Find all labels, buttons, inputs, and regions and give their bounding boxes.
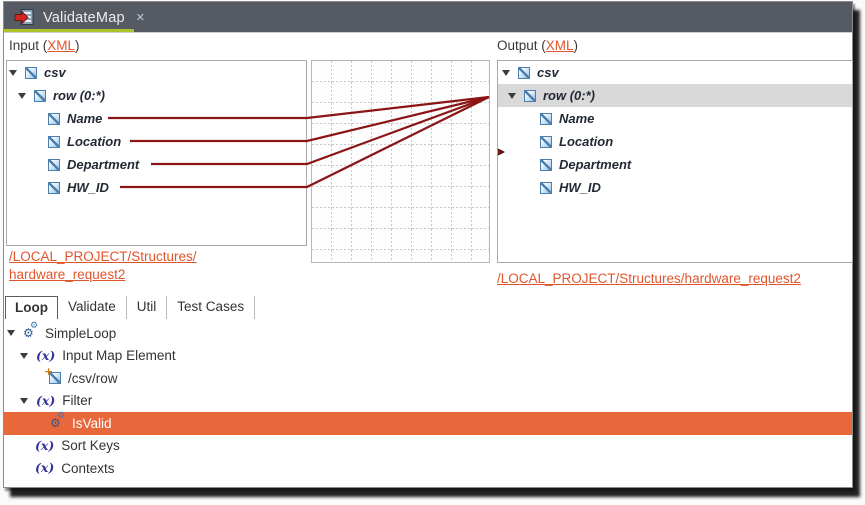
input-label-text: Input ( [9,38,48,53]
expander-down-icon[interactable] [20,352,28,359]
function-icon: (x) [35,437,55,453]
output-tree-item-hwid[interactable]: HW_ID [498,176,852,199]
tab-util[interactable]: Util [127,296,168,319]
input-tree-item-name[interactable]: Name [7,107,306,130]
editor-tab-bar: ValidateMap ✕ [4,2,852,33]
input-tree-panel: csv row (0:*) Name Location Department H… [6,60,307,246]
tab-test-cases[interactable]: Test Cases [167,296,256,319]
rule-item-simpleloop[interactable]: ⚙⚙ SimpleLoop [4,322,852,345]
validatemap-window: ValidateMap ✕ Input (XML) Output (XML) c… [3,1,853,488]
input-structure-link[interactable]: /LOCAL_PROJECT/Structures/hardware_reque… [9,248,197,284]
xml-element-icon [48,112,60,125]
editor-tab-title: ValidateMap [43,9,125,26]
rule-item-label: Filter [62,393,93,409]
bottom-tab-bar: Loop Validate Util Test Cases [5,296,256,319]
active-tab-underline [4,28,134,32]
tree-item-label: row (0:*) [543,88,595,103]
xml-element-icon [48,181,60,194]
gears-icon: ⚙⚙ [50,411,67,431]
expander-down-icon[interactable] [508,92,516,99]
expander-down-icon[interactable] [20,397,28,404]
xml-element-icon [540,158,552,171]
rule-item-label: SimpleLoop [45,325,117,341]
xml-element-new-icon [44,365,61,385]
gear-glyph: ⚙ [57,411,66,422]
output-tree-panel: csv row (0:*) Name Location Department H… [497,60,853,263]
tab-validate[interactable]: Validate [58,296,127,319]
rule-item-filter[interactable]: (x) Filter [4,390,852,413]
gear-glyph: ⚙ [30,321,39,332]
input-tree-item-location[interactable]: Location [7,130,306,153]
input-xml-link[interactable]: XML [47,38,76,53]
function-icon: (x) [35,460,55,476]
rule-item-contexts[interactable]: (x) Contexts [4,457,852,480]
function-icon: (x) [36,392,56,408]
target-cursor-arrow-icon [498,148,505,156]
expander-down-icon[interactable] [18,92,26,99]
xml-element-icon [48,135,60,148]
rule-item-label: /csv/row [68,370,118,386]
loop-rules-tree: ⚙⚙ SimpleLoop (x) Input Map Element /csv… [4,322,852,480]
rule-item-label: IsValid [72,415,112,431]
output-label-text: Output ( [497,38,546,53]
rule-item-isvalid-selected[interactable]: ⚙⚙ IsValid [4,412,852,435]
input-panel-label: Input (XML) [9,38,80,53]
output-tree-item-department[interactable]: Department [498,153,852,176]
xml-element-icon [48,158,60,171]
rule-item-sort-keys[interactable]: (x) Sort Keys [4,435,852,458]
input-structure-link-line2: hardware_request2 [9,267,126,282]
xml-element-icon [540,135,552,148]
input-tree-item-hwid[interactable]: HW_ID [7,176,306,199]
expander-down-icon[interactable] [502,69,510,76]
function-icon: (x) [36,347,56,363]
output-xml-link[interactable]: XML [545,38,574,53]
output-panel-label: Output (XML) [497,38,578,53]
expander-down-icon[interactable] [9,69,17,76]
xml-element-icon [25,66,37,79]
gear-glyph: ⚙ [50,416,61,431]
tree-item-label: Name [67,111,103,126]
input-tree-item-department[interactable]: Department [7,153,306,176]
input-structure-link-line1: /LOCAL_PROJECT/Structures/ [9,249,197,264]
output-tree-item-csv[interactable]: csv [498,61,852,84]
input-label-close: ) [75,38,80,53]
rule-item-input-map-element[interactable]: (x) Input Map Element [4,345,852,368]
tree-item-label: csv [537,65,559,80]
output-label-close: ) [573,38,579,53]
output-tree-item-location[interactable]: Location [498,130,852,153]
rule-item-label: Input Map Element [62,348,176,364]
xml-element-icon [34,89,46,102]
xml-element-icon [540,112,552,125]
close-icon[interactable]: ✕ [135,12,145,24]
xml-element-icon [540,181,552,194]
rule-item-label: Contexts [61,460,115,476]
tab-loop[interactable]: Loop [5,296,58,319]
tree-item-label: Department [67,157,140,172]
xml-element-icon [524,89,536,102]
mapping-canvas[interactable] [311,60,490,263]
tree-item-label: Location [67,134,122,149]
tree-item-label: Name [559,111,595,126]
tree-item-label: Department [559,157,632,172]
map-file-icon [14,9,34,25]
tree-item-label: csv [44,65,66,80]
rule-item-csv-row[interactable]: /csv/row [4,365,852,390]
expander-down-icon[interactable] [7,330,15,337]
editor-tab-validatemap[interactable]: ValidateMap ✕ [4,2,157,33]
tree-item-label: Location [559,134,614,149]
output-structure-link[interactable]: /LOCAL_PROJECT/Structures/hardware_reque… [497,271,801,286]
output-tree-item-name[interactable]: Name [498,107,852,130]
tree-item-label: row (0:*) [53,88,105,103]
tree-item-label: HW_ID [559,180,601,195]
input-tree-item-row[interactable]: row (0:*) [7,84,306,107]
rule-item-label: Sort Keys [61,438,120,454]
input-tree-item-csv[interactable]: csv [7,61,306,84]
output-tree-item-row-selected[interactable]: row (0:*) [498,84,852,107]
gear-glyph: ⚙ [23,326,34,341]
gears-icon: ⚙⚙ [23,321,40,341]
grid-pattern [312,61,489,262]
xml-element-icon [518,66,530,79]
tree-item-label: HW_ID [67,180,109,195]
